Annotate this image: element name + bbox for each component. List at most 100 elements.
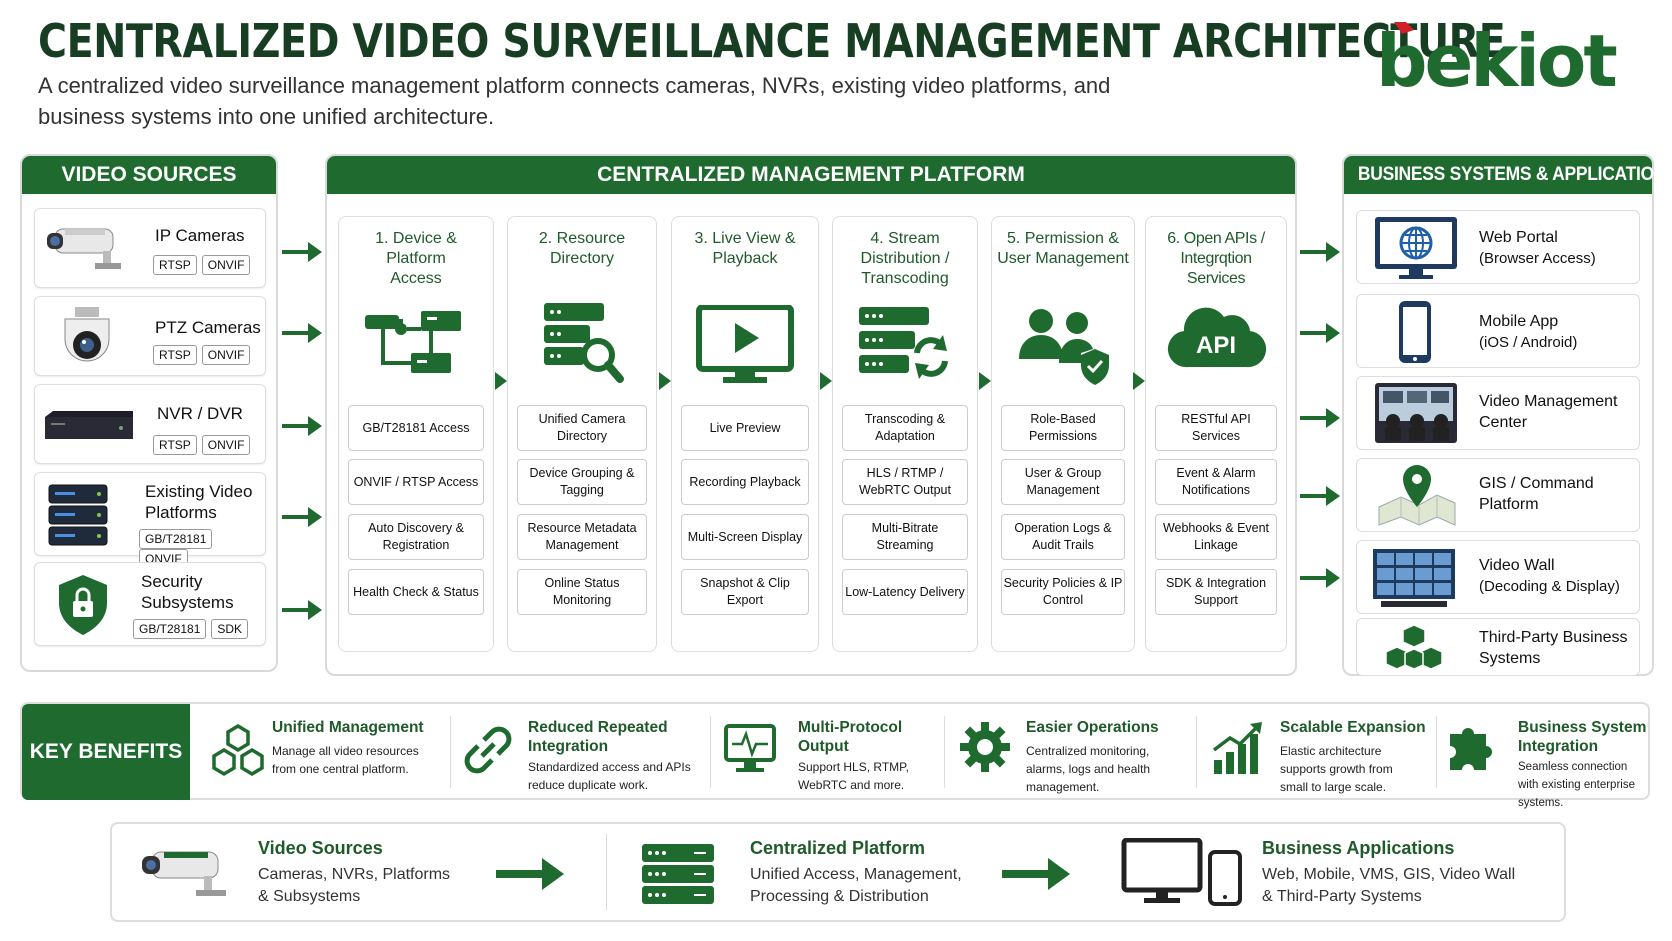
business-item-web-portal[interactable]: Web Portal(Browser Access) bbox=[1356, 210, 1640, 284]
business-item-subtitle: Platform bbox=[1479, 496, 1539, 513]
page-title: CENTRALIZED VIDEO SURVEILLANCE MANAGEMEN… bbox=[38, 14, 1506, 68]
column-title: 1. Device & Platform Access bbox=[375, 230, 457, 287]
arrow-right-icon bbox=[1300, 240, 1340, 264]
platform-column-open-apis: 6. Open APIs / Integrqtion Services API … bbox=[1145, 216, 1287, 652]
business-item-title: GIS / Command bbox=[1479, 475, 1594, 492]
business-systems-panel: BUSINESS SYSTEMS & APPLICATIONS Web Port… bbox=[1342, 154, 1672, 676]
protocol-tag: RTSP bbox=[153, 435, 197, 455]
platform-column-permission: 5. Permission & User Management Role-Bas… bbox=[991, 216, 1135, 652]
arrow-right-icon bbox=[1300, 321, 1340, 345]
web-portal-icon bbox=[1371, 215, 1461, 281]
arrow-right-icon bbox=[496, 856, 566, 892]
feature-box: Webhooks & Event Linkage bbox=[1155, 514, 1277, 560]
column-title: 4. Stream Distribution / Transcoding bbox=[860, 230, 950, 287]
monitor-pulse-icon bbox=[722, 722, 778, 778]
business-item-subtitle: Systems bbox=[1479, 650, 1541, 667]
feature-box: ONVIF / RTSP Access bbox=[348, 459, 484, 505]
server-sync-icon bbox=[855, 305, 955, 385]
video-sources-title: VIDEO SOURCES bbox=[22, 156, 276, 194]
feature-box: Live Preview bbox=[681, 405, 809, 451]
page-subtitle: A centralized video surveillance managem… bbox=[38, 73, 1111, 129]
platform-column-resource-directory: 2. Resource Directory Unified Camera Dir… bbox=[507, 216, 657, 652]
arrow-right-icon bbox=[282, 240, 322, 264]
column-title: 2. Resource Directory bbox=[538, 230, 626, 267]
protocol-tag: ONVIF bbox=[201, 255, 251, 275]
users-shield-icon bbox=[1015, 305, 1111, 385]
flow-step-title: Business Applications bbox=[1262, 838, 1455, 858]
source-name: NVR / DVR bbox=[157, 404, 243, 423]
protocol-tag: GB/T28181 bbox=[139, 529, 213, 549]
feature-box: Device Grouping & Tagging bbox=[517, 459, 647, 505]
feature-box: Transcoding & Adaptation bbox=[842, 405, 968, 451]
flow-step-desc: Processing & Distribution bbox=[750, 888, 929, 905]
server-rack-icon bbox=[45, 483, 111, 547]
mobile-icon bbox=[1395, 299, 1435, 365]
server-icon bbox=[640, 842, 716, 906]
platform-title: CENTRALIZED MANAGEMENT PLATFORM bbox=[327, 156, 1295, 194]
chevron-right-icon bbox=[659, 372, 671, 390]
feature-box: Unified Camera Directory bbox=[517, 405, 647, 451]
benefit-reduced-integration: Reduced Repeated Integration Standardize… bbox=[458, 704, 704, 800]
arrow-right-icon bbox=[1300, 406, 1340, 430]
divider bbox=[944, 716, 945, 788]
business-item-video-wall[interactable]: Video Wall (Decoding & Display) bbox=[1356, 540, 1640, 614]
flow-step-title: Video Sources bbox=[258, 838, 383, 858]
benefit-desc: Centralized monitoring, alarms, logs and… bbox=[1026, 744, 1151, 794]
flow-step-desc: Unified Access, Management, bbox=[750, 866, 962, 883]
divider bbox=[606, 834, 607, 910]
benefit-desc: Support HLS, RTMP, WebRTC and more. bbox=[798, 760, 909, 792]
feature-box: Multi-Screen Display bbox=[681, 514, 809, 560]
column-title: 5. Permission & User Management bbox=[997, 230, 1129, 267]
gear-icon bbox=[958, 720, 1012, 774]
arrow-right-icon bbox=[282, 505, 322, 529]
feature-box: Event & Alarm Notifications bbox=[1155, 459, 1277, 505]
key-benefits-label: KEY BENEFITS bbox=[22, 704, 190, 800]
business-item-mobile-app[interactable]: Mobile App (iOS / Android) bbox=[1356, 294, 1640, 368]
protocol-tag: GB/T28181 bbox=[133, 619, 207, 639]
protocol-tag: ONVIF bbox=[201, 435, 251, 455]
ptz-camera-icon bbox=[57, 305, 117, 369]
source-name: Security Subsystems bbox=[141, 572, 234, 612]
feature-box: Snapshot & Clip Export bbox=[681, 569, 809, 615]
logo: bekiot bbox=[1376, 16, 1646, 96]
feature-box: User & Group Management bbox=[1001, 459, 1125, 505]
arrow-right-icon bbox=[282, 598, 322, 622]
api-cloud-icon: API bbox=[1166, 301, 1266, 373]
benefit-title: Easier Operations bbox=[1026, 719, 1159, 736]
api-icon-text: API bbox=[1196, 332, 1236, 359]
feature-box: Health Check & Status bbox=[348, 569, 484, 615]
business-item-title: Third-Party Business bbox=[1479, 629, 1628, 646]
feature-box: Operation Logs & Audit Trails bbox=[1001, 514, 1125, 560]
benefit-desc: Seamless connection with existing enterp… bbox=[1518, 761, 1635, 809]
benefit-title: Reduced Repeated Integration bbox=[528, 719, 668, 755]
business-item-subtitle: (iOS / Android) bbox=[1479, 334, 1578, 351]
feature-box: Recording Playback bbox=[681, 459, 809, 505]
arrow-right-icon bbox=[282, 321, 322, 345]
column-title: 6. Open APIs / Integrqtion Services bbox=[1167, 230, 1265, 287]
protocol-tag: RTSP bbox=[153, 255, 197, 275]
business-item-title: Mobile App bbox=[1479, 313, 1559, 330]
device-access-icon bbox=[361, 305, 471, 385]
platform-column-device-access: 1. Device & Platform Access GB/T28181 Ac… bbox=[338, 216, 494, 652]
business-item-title: Video Management bbox=[1479, 393, 1618, 410]
feature-box: RESTful API Services bbox=[1155, 405, 1277, 451]
source-item-existing-video-platforms[interactable]: Existing Video Platforms GB/T28181ONVIF bbox=[34, 472, 266, 569]
feature-box: Multi-Bitrate Streaming bbox=[842, 514, 968, 560]
flow-summary: Video Sources Cameras, NVRs, Platforms& … bbox=[110, 822, 1566, 922]
business-item-subtitle: (Decoding & Display) bbox=[1479, 578, 1620, 595]
video-wall-icon bbox=[1371, 547, 1457, 609]
map-pin-icon bbox=[1375, 463, 1459, 529]
flow-step-title: Centralized Platform bbox=[750, 838, 926, 858]
platform-column-stream-distribution: 4. Stream Distribution / Transcoding Tra… bbox=[832, 216, 978, 652]
business-item-title: Video Wall bbox=[1479, 557, 1555, 574]
protocol-tag: ONVIF bbox=[201, 345, 251, 365]
source-name: PTZ Cameras bbox=[155, 318, 261, 337]
